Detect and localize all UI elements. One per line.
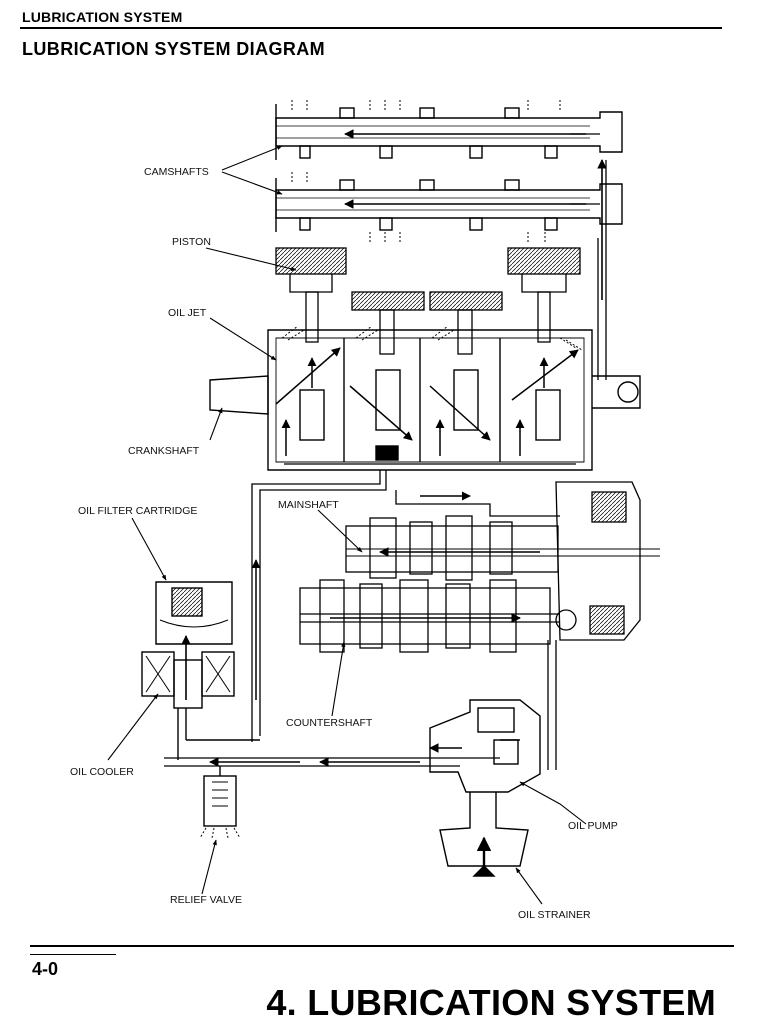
camshaft-upper bbox=[275, 104, 623, 160]
page-number: 4-0 bbox=[32, 959, 59, 979]
oil-strainer bbox=[439, 792, 529, 877]
oil-pump bbox=[429, 699, 541, 793]
oil-cooler bbox=[141, 651, 260, 760]
label-oil-cooler: OIL COOLER bbox=[70, 766, 134, 778]
leader-lines bbox=[107, 145, 587, 905]
relief-drip bbox=[199, 827, 241, 839]
label-countershaft: COUNTERSHAFT bbox=[286, 717, 373, 729]
oil-filter bbox=[155, 581, 233, 700]
label-oil-pump: OIL PUMP bbox=[568, 820, 618, 832]
main-oil-line bbox=[164, 757, 500, 767]
label-crankshaft: CRANKSHAFT bbox=[128, 445, 200, 457]
oil-jet-sprays bbox=[281, 325, 583, 351]
countershaft bbox=[299, 579, 560, 653]
header-rule bbox=[20, 27, 722, 29]
label-mainshaft: MAINSHAFT bbox=[278, 499, 339, 511]
label-piston: PISTON bbox=[172, 236, 211, 248]
diagram-title: LUBRICATION SYSTEM DIAGRAM bbox=[22, 39, 326, 59]
pistons bbox=[275, 247, 581, 355]
relief-valve bbox=[203, 766, 237, 827]
running-header: LUBRICATION SYSTEM bbox=[22, 9, 183, 25]
head-oil-riser bbox=[570, 133, 607, 380]
label-camshafts: CAMSHAFTS bbox=[144, 166, 209, 178]
crank-oil-flow bbox=[275, 347, 579, 465]
footer-rule-short bbox=[30, 954, 116, 955]
cam-drip-arrows bbox=[291, 100, 561, 244]
label-oil-filter: OIL FILTER CARTRIDGE bbox=[78, 505, 197, 517]
crankcase bbox=[209, 329, 641, 471]
label-relief-valve: RELIEF VALVE bbox=[170, 894, 242, 906]
mainshaft bbox=[345, 515, 660, 581]
chapter-title: 4. LUBRICATION SYSTEM bbox=[266, 982, 716, 1023]
clutch bbox=[547, 481, 641, 770]
label-oil-jet: OIL JET bbox=[168, 307, 207, 319]
label-oil-strainer: OIL STRAINER bbox=[518, 909, 591, 921]
camshaft-lower bbox=[275, 178, 623, 232]
gallery-to-transmission bbox=[251, 470, 560, 742]
footer-rule bbox=[30, 945, 734, 947]
